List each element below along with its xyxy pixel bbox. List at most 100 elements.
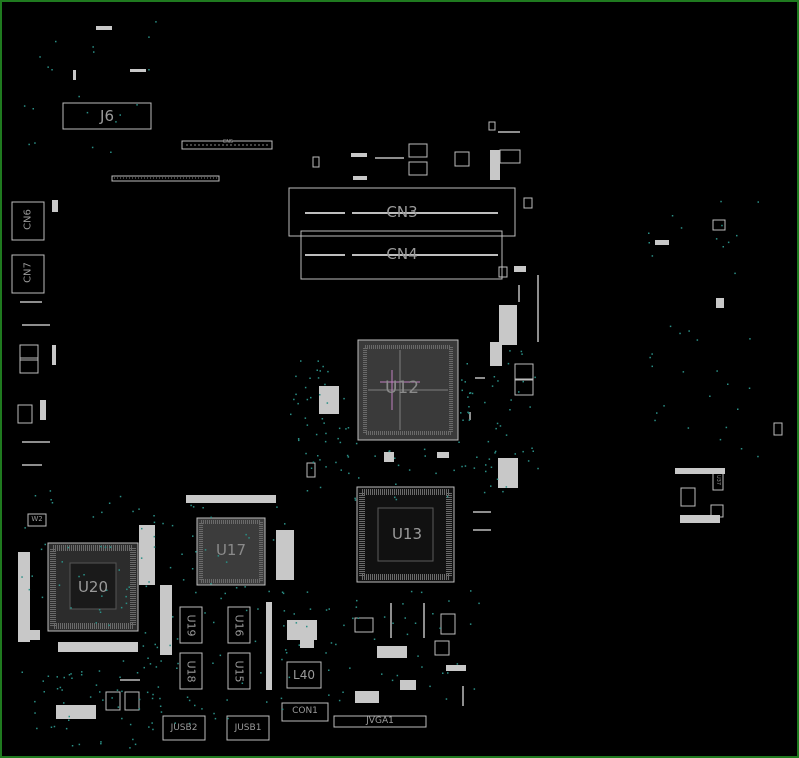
via-dot (104, 546, 107, 549)
via-dot (737, 408, 739, 410)
via-dot (298, 439, 300, 442)
via-dot (244, 586, 246, 588)
via-dot (109, 546, 112, 548)
via-dot (152, 728, 154, 731)
via-dot (388, 450, 390, 453)
via-dot (100, 545, 102, 548)
via-dot (453, 469, 455, 472)
via-dot (195, 551, 197, 553)
via-dot (487, 440, 490, 443)
via-dot (295, 375, 297, 378)
via-dot (171, 524, 174, 527)
via-dot (461, 465, 463, 468)
via-dot (494, 450, 497, 453)
via-dot (338, 427, 341, 430)
via-dot (468, 406, 470, 408)
via-dot (288, 676, 291, 679)
via-dot (495, 427, 497, 430)
via-dot (254, 640, 257, 643)
via-dot (321, 418, 324, 420)
via-dot (201, 708, 203, 710)
via-dot (337, 437, 339, 440)
via-dot (51, 502, 54, 504)
label-con1: CON1 (292, 706, 318, 716)
via-dot (245, 609, 248, 612)
via-dot (471, 392, 474, 395)
via-dot (484, 401, 486, 404)
via-dot (423, 448, 426, 451)
via-dot (335, 643, 337, 646)
via-dot (473, 467, 476, 469)
via-dot (330, 642, 333, 644)
via-dot (83, 574, 85, 576)
via-dot (111, 697, 113, 699)
via-dot (194, 704, 196, 707)
via-dot (92, 46, 94, 48)
via-dot (352, 617, 354, 620)
via-dot (496, 478, 499, 480)
via-dot (174, 722, 176, 724)
via-dot (21, 671, 23, 673)
via-dot (160, 711, 163, 713)
via-dot (410, 590, 413, 593)
via-dot (468, 412, 470, 415)
via-dot (56, 688, 59, 690)
via-dot (21, 576, 23, 578)
via-dot (70, 607, 72, 609)
via-dot (309, 608, 312, 610)
via-dot (34, 712, 36, 714)
via-dot (98, 670, 101, 672)
via-dot (324, 440, 327, 443)
via-dot (70, 673, 72, 675)
via-dot (41, 596, 44, 599)
via-dot (306, 625, 308, 628)
via-dot (297, 438, 300, 440)
via-dot (128, 586, 130, 588)
via-dot (317, 455, 319, 457)
via-dot (132, 510, 134, 513)
via-dot (464, 465, 467, 467)
via-dot (176, 638, 179, 640)
via-dot (446, 495, 449, 498)
via-dot (722, 246, 724, 248)
via-dot (328, 694, 330, 696)
label-cn5: CN5 (222, 139, 234, 145)
via-dot (319, 459, 321, 461)
via-dot (119, 676, 121, 678)
label-u17: U17 (215, 541, 247, 559)
via-dot (466, 363, 468, 365)
via-dot (319, 370, 321, 372)
via-dot (281, 658, 283, 661)
via-dot (469, 392, 471, 394)
via-dot (28, 588, 31, 591)
via-dot (346, 454, 349, 457)
via-dot (355, 442, 358, 445)
u17-bga (196, 517, 266, 586)
via-dot (116, 689, 119, 691)
via-dot (521, 353, 523, 355)
via-dot (42, 680, 44, 682)
via-dot (651, 353, 653, 355)
via-dot (483, 491, 486, 494)
via-dot (687, 427, 690, 429)
label-jusb2: JUSB2 (170, 723, 198, 733)
via-dot (138, 698, 141, 701)
via-dot (345, 428, 347, 430)
via-dot (325, 652, 327, 654)
via-dot (78, 575, 80, 578)
via-dot (160, 660, 162, 662)
via-dot (339, 441, 342, 444)
via-dot (491, 385, 494, 387)
via-dot (120, 606, 123, 609)
via-dot (326, 402, 329, 404)
via-dot (159, 697, 161, 700)
via-dot (514, 453, 516, 455)
via-dot (297, 402, 299, 405)
label-u20: U20 (77, 578, 109, 596)
via-dot (445, 698, 448, 700)
via-dot (328, 669, 330, 671)
via-dot (347, 427, 350, 429)
via-dot (281, 708, 284, 711)
